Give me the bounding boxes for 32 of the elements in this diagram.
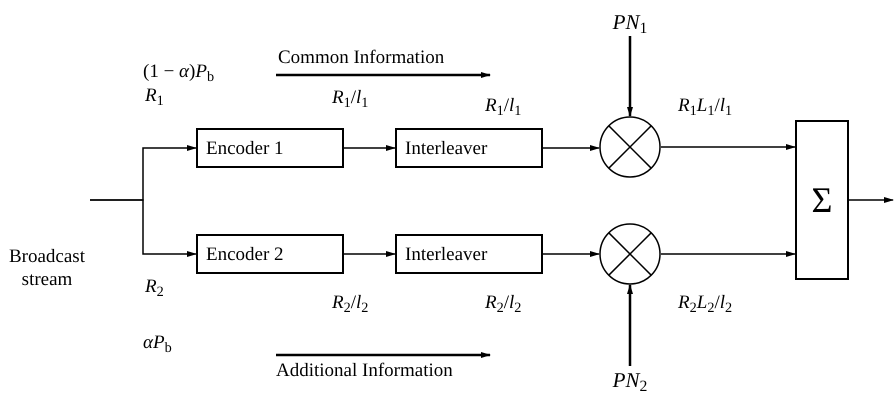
arrow — [627, 284, 633, 366]
arrow — [661, 144, 796, 150]
multiplier-symbol — [599, 116, 661, 178]
signal-label: Broadcast stream — [8, 244, 86, 292]
arrow — [543, 251, 600, 257]
arrow — [344, 145, 396, 151]
signal-label: αP$_{b}$ — [143, 333, 172, 352]
arrow — [661, 251, 796, 257]
edge-label: R$_{1}$/l$_{1}$ — [483, 96, 524, 115]
signal-label: Additional Information — [276, 361, 453, 380]
summer-box: Σ — [795, 120, 849, 280]
signal-label: (1 − α)P$_{b}$ — [143, 62, 214, 81]
edge-label: R$_{1}$L$_{1}$/l$_{1}$ — [676, 96, 734, 115]
edge-label: R$_{1}$ — [143, 86, 166, 105]
signal-label: PN$_{1}$ — [612, 8, 648, 36]
edge-label: R$_{2}$/l$_{2}$ — [330, 293, 370, 312]
multiplier-symbol — [599, 223, 661, 285]
arrow — [344, 251, 396, 257]
edge-label: R$_{2}$L$_{2}$/l$_{2}$ — [676, 293, 734, 312]
edge-label: R$_{2}$/l$_{2}$ — [483, 293, 524, 312]
process-box: Interleaver — [395, 234, 543, 274]
arrow — [90, 199, 197, 257]
process-box: Interleaver — [395, 128, 543, 168]
edge-label: R$_{1}$/l$_{1}$ — [330, 88, 370, 107]
arrow — [543, 145, 600, 151]
arrow — [627, 36, 633, 117]
signal-label: PN$_{2}$ — [612, 366, 648, 394]
signal-label: Common Information — [278, 48, 444, 67]
edge-label: R$_{2}$ — [143, 277, 166, 296]
process-box: Encoder 2 — [196, 234, 344, 274]
process-box: Encoder 1 — [196, 128, 344, 168]
arrow — [849, 197, 894, 203]
